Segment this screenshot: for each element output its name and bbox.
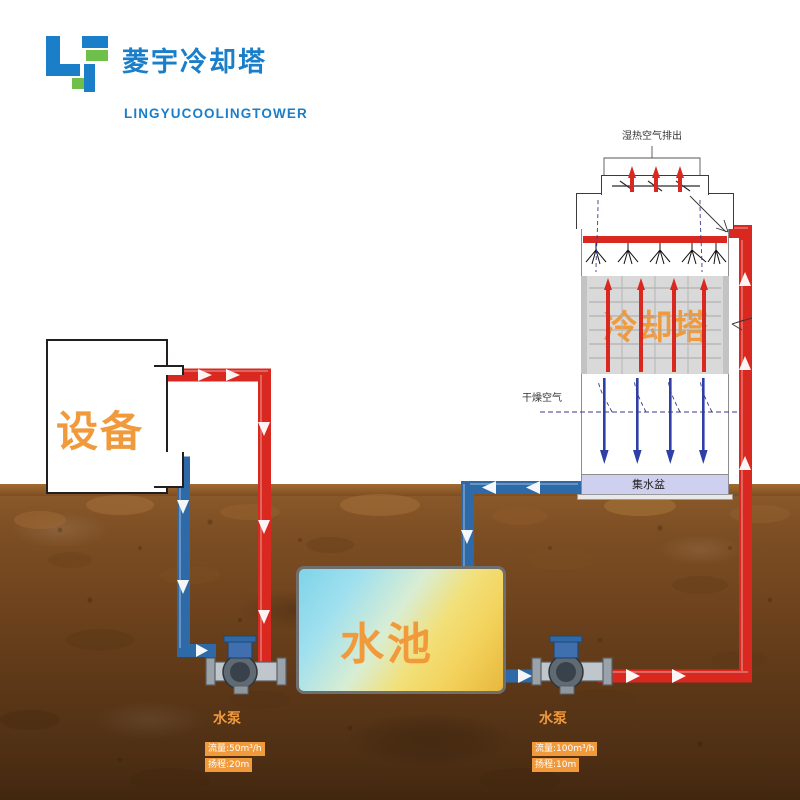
equipment-label: 设备 xyxy=(56,407,145,456)
pool-label: 水池 xyxy=(340,619,434,670)
brand-logo: 菱宇冷却塔 LINGYUCOOLINGTOWER xyxy=(44,34,314,121)
pump-1-head: 扬程:20m xyxy=(205,758,253,772)
hot-air-label: 湿热空气排出 xyxy=(622,131,682,142)
cooling-tower-base xyxy=(577,494,733,500)
pump-1-flow: 流量:50m³/h xyxy=(205,742,265,756)
basin-label: 集水盆 xyxy=(632,478,665,491)
pump-1 xyxy=(205,635,287,695)
pump-2 xyxy=(531,635,613,695)
water-pool xyxy=(296,566,506,694)
pump-2-head: 扬程:10m xyxy=(532,758,580,772)
logo-mark-icon xyxy=(46,36,108,92)
dry-air-label: 干燥空气 xyxy=(522,393,562,404)
hot-air-arrows xyxy=(628,166,684,192)
equipment-inlet-notch xyxy=(154,452,184,488)
equipment-box xyxy=(46,339,168,494)
pump-2-label: 水泵 xyxy=(539,711,567,727)
cooling-tower-top-shell xyxy=(576,193,734,229)
tower-frame-right xyxy=(723,276,729,374)
brand-name-cn: 菱宇冷却塔 xyxy=(122,47,267,78)
pump-1-label: 水泵 xyxy=(213,711,241,727)
equipment-outlet-notch xyxy=(154,365,184,375)
tower-frame-left xyxy=(581,276,587,374)
brand-name-en: LINGYUCOOLINGTOWER xyxy=(124,106,308,121)
pump-2-flow: 流量:100m³/h xyxy=(532,742,598,756)
